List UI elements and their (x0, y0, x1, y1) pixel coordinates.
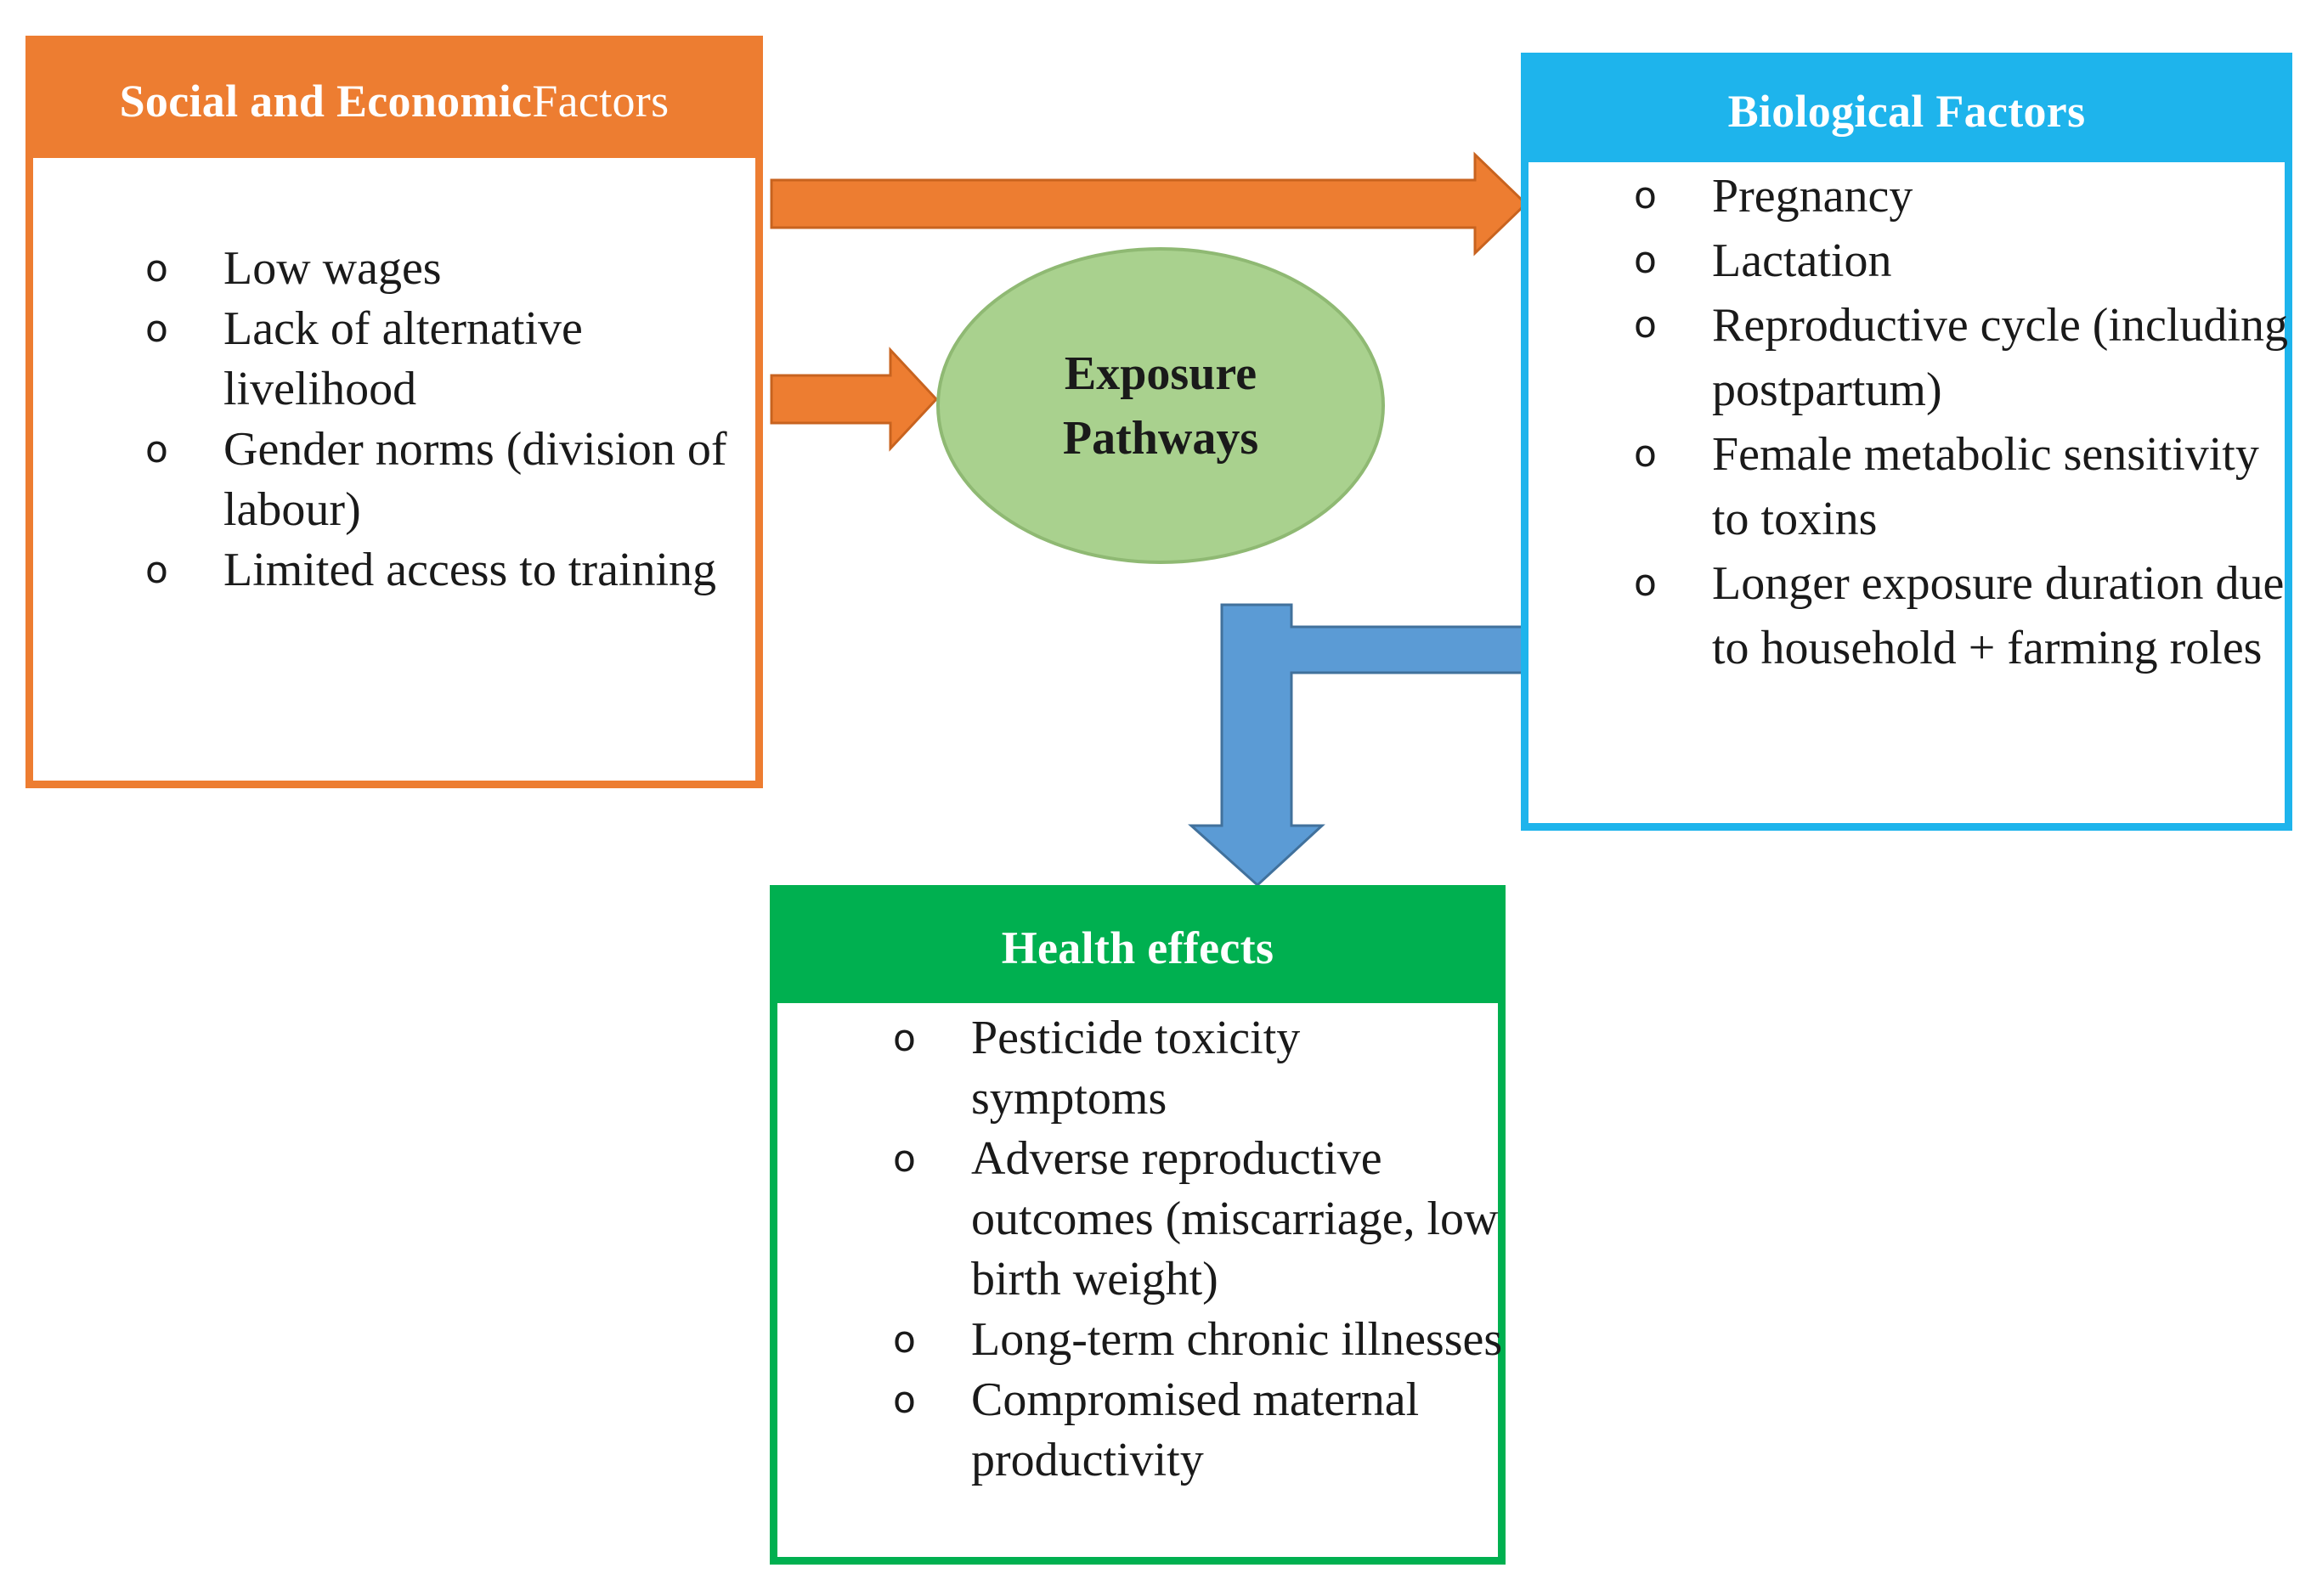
bullet-icon: o (1634, 303, 1657, 347)
bullet-icon: o (1634, 239, 1657, 282)
bullet-icon: o (145, 549, 168, 592)
title-bold-part: Social and Economic (119, 75, 533, 127)
bullet-icon: o (893, 1137, 916, 1181)
bullet-icon: o (145, 307, 168, 351)
bullet-icon: o (1634, 561, 1657, 605)
bullet-icon: o (893, 1379, 916, 1422)
biological-factors-title: Biological Factors (1528, 60, 2285, 162)
exposure-line-1: Exposure (1064, 347, 1257, 400)
health-effects-title: Health effects (777, 893, 1498, 1003)
social-economic-factors-title: Social and Economic Factors (33, 43, 755, 158)
bullet-icon: o (145, 247, 168, 290)
exposure-line-2: Pathways (1062, 411, 1259, 465)
bullet-icon: o (1634, 174, 1657, 217)
arrow-social-to-biological (770, 151, 1528, 257)
arrow-biological-to-health (1188, 603, 1526, 888)
bullet-icon: o (893, 1318, 916, 1362)
bullet-icon: o (893, 1017, 916, 1060)
arrow-social-to-exposure (770, 347, 939, 452)
exposure-pathways-node: Exposure Pathways (936, 247, 1385, 564)
title-normal-part: Factors (532, 75, 670, 127)
bullet-icon: o (1634, 432, 1657, 476)
bullet-icon: o (145, 428, 168, 471)
